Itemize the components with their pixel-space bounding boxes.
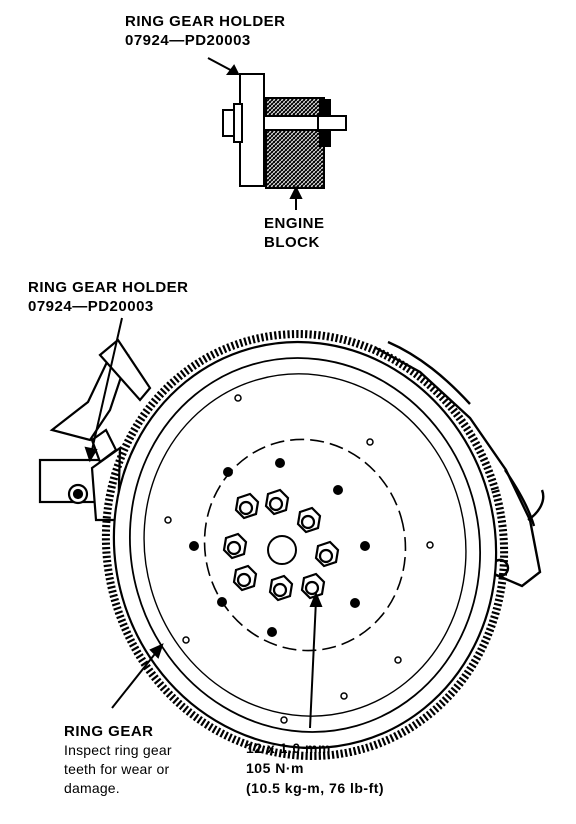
bolt-spec-torque-nm: 105 N·m (246, 760, 304, 776)
lower-leader-lines (84, 317, 323, 729)
flywheel-outer-holes (164, 394, 434, 724)
bolt (314, 540, 340, 568)
holder-detail (222, 73, 347, 189)
ring-gear-note-line1: Inspect ring gear (64, 742, 172, 758)
bolt (232, 564, 258, 592)
top-holder-title: RING GEAR HOLDER (125, 13, 286, 30)
ring-gear-title: RING GEAR (64, 723, 154, 740)
ring-gear-label: RING GEAR Inspect ring gear teeth for we… (64, 722, 172, 798)
engine-block-line2: BLOCK (264, 234, 320, 251)
top-holder-part-number: 07924—PD20003 (125, 32, 251, 49)
bolt-spec-size: 12 x 1.0 mm (246, 740, 331, 756)
ring-gear-note-line2: teeth for wear or (64, 761, 170, 777)
ring-gear-teeth (101, 330, 509, 760)
detail-washer (233, 103, 243, 143)
left-holder-part-number: 07924—PD20003 (28, 298, 154, 315)
left-holder-title: RING GEAR HOLDER (28, 279, 189, 296)
bolt-spec-label: 12 x 1.0 mm 105 N·m (10.5 kg-m, 76 lb-ft… (246, 738, 384, 798)
holder-plate (239, 73, 265, 187)
bolt (222, 532, 248, 560)
left-holder-label: RING GEAR HOLDER 07924—PD20003 (28, 278, 189, 316)
flywheel-mount-holes (189, 458, 370, 637)
flywheel-center-hole (267, 535, 297, 565)
bolt (300, 572, 326, 600)
left-holder (38, 338, 152, 522)
bolt (234, 492, 260, 520)
bolt-spec-torque-alt: (10.5 kg-m, 76 lb-ft) (246, 780, 385, 796)
top-leader-lines (207, 57, 303, 210)
ring-gear-note-line3: damage. (64, 780, 120, 796)
flywheel (101, 330, 509, 760)
engine-block-hatched (265, 97, 325, 189)
detail-bolt-shank (263, 115, 347, 131)
flywheel-bolts (222, 488, 340, 602)
bolt (296, 506, 322, 534)
top-holder-label: RING GEAR HOLDER 07924—PD20003 (125, 12, 286, 50)
bolt (268, 574, 294, 602)
bolt (264, 488, 290, 516)
engine-block-line1: ENGINE (264, 215, 325, 232)
engine-block-label: ENGINE BLOCK (264, 214, 325, 252)
